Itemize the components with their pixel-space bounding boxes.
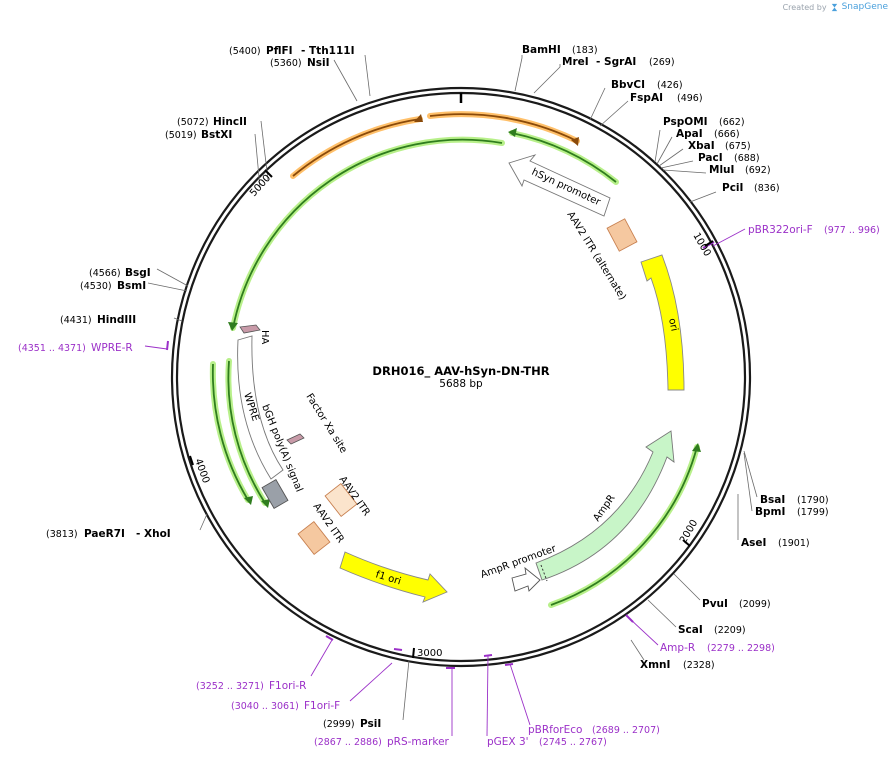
site-pcii: PciI [722,182,743,194]
site-apai-pos: (666) [714,129,740,140]
site-asei: AseI [741,537,766,549]
site-xbai-pos: (675) [725,141,751,152]
primer-pgex-3: pGEX 3' [487,736,529,748]
site-pflfi-pos: (5400) [229,46,261,57]
site-pcii-pos: (836) [754,183,780,194]
tick-3000: 3000 [417,648,442,659]
primer-pbrforeco: pBRforEco [528,724,582,736]
primer-prs-marker: pRS-marker [387,736,450,748]
site-mrei: MreI [562,56,589,68]
primer-wpre-r: WPRE-R [91,342,133,354]
feature-aav2-itr-alt: AAV2 ITR (alternate) [564,210,638,302]
feature-ori: ori [640,254,685,391]
label-ha: HA [259,330,270,345]
site-pvui: PvuI [702,598,728,610]
site-nsii-pos: (5360) [270,58,302,69]
feature-ha: HA [239,324,270,345]
site-bsgi: BsgI [125,267,151,279]
site-tth111i: - Tth111I [301,45,355,57]
primer-f1ori-f: F1ori-F [304,700,340,712]
site-paci-pos: (688) [734,153,760,164]
credit-prefix: Created by [782,2,827,12]
site-xmni-pos: (2328) [683,660,715,671]
feature-ampr: AmpR [535,430,675,582]
label-factor-xa: Factor Xa site [303,392,348,456]
site-fspai-pos: (496) [677,93,703,104]
site-bstxi: BstXI [201,129,232,141]
primer-pbr322ori-f: pBR322ori-F [748,224,813,236]
orf-arrows-left [209,358,270,508]
plasmid-size: 5688 bp [439,378,483,390]
site-scai: ScaI [678,624,703,636]
label-ori: ori [666,317,679,332]
site-bbvci: BbvCI [611,79,645,91]
site-apai: ApaI [676,128,703,140]
site-hincii: HincII [213,116,247,128]
site-bbvci-pos: (426) [657,80,683,91]
snapgene-logo-icon [831,3,837,11]
feature-aav2-itr-1: AAV2 ITR [324,474,372,518]
credit-brand: SnapGene [841,2,888,12]
site-sgrai: - SgrAI [596,56,636,68]
primer-amp-r-pos: (2279 .. 2298) [707,643,775,654]
site-psii: PsiI [360,718,381,730]
site-mlui-pos: (692) [745,165,771,176]
site-paer7i: PaeR7I [84,528,125,540]
primer-amp-r: Amp-R [660,642,695,654]
orf-arrows-top [228,111,619,331]
site-mrei-pos: (269) [649,57,675,68]
snapgene-credit: Created by SnapGene [783,2,888,12]
site-leaders [147,54,758,721]
site-pspomi: PspOMI [663,116,708,128]
primer-f1ori-f-pos: (3040 .. 3061) [231,701,299,712]
site-bsgi-pos: (4566) [89,268,121,279]
site-scai-pos: (2209) [714,625,746,636]
primer-f1ori-r: F1ori-R [269,680,306,692]
site-bstxi-pos: (5019) [165,130,197,141]
primer-wpre-r-pos: (4351 .. 4371) [18,343,86,354]
site-bsai: BsaI [760,494,785,506]
tick-4000: 4000 [192,457,211,485]
site-pflfi: PflFI [266,45,293,57]
feature-f1-ori: f1 ori [339,551,448,603]
primer-pbr322ori-f-pos: (977 .. 996) [824,225,880,236]
site-labels: BamHI (183) MreI - SgrAI (269) BbvCI (42… [46,44,829,730]
primer-pgex-3-pos: (2745 .. 2767) [539,737,607,748]
site-pvui-pos: (2099) [739,599,771,610]
site-xhoi: - XhoI [136,528,171,540]
site-bpmi: BpmI [755,506,785,518]
primer-f1ori-r-pos: (3252 .. 3271) [196,681,264,692]
primer-pbrforeco-pos: (2689 .. 2707) [592,725,660,736]
site-paer7i-pos: (3813) [46,529,78,540]
site-hindiii-pos: (4431) [60,315,92,326]
site-hincii-pos: (5072) [177,117,209,128]
tick-2000: 2000 [678,518,700,546]
site-bsmi: BsmI [117,280,146,292]
site-fspai: FspAI [630,92,663,104]
site-bamhi-pos: (183) [572,45,598,56]
site-mlui: MluI [709,164,734,176]
site-bpmi-pos: (1799) [797,507,829,518]
site-asei-pos: (1901) [778,538,810,549]
site-pspomi-pos: (662) [719,117,745,128]
site-bamhi: BamHI [522,44,561,56]
feature-factor-xa: Factor Xa site [286,392,349,456]
primer-prs-marker-pos: (2867 .. 2886) [314,737,382,748]
site-bsai-pos: (1790) [797,495,829,506]
orf-arrow-right [548,443,701,608]
site-xbai: XbaI [688,140,715,152]
site-nsii: NsiI [307,57,330,69]
site-bsmi-pos: (4530) [80,281,112,292]
site-xmni: XmnI [640,659,670,671]
site-hindiii: HindIII [97,314,136,326]
plasmid-name: DRH016_ AAV-hSyn-DN-THR [372,364,549,379]
feature-wpre: WPRE [237,335,284,480]
site-psii-pos: (2999) [323,719,355,730]
site-paci: PacI [698,152,723,164]
primers: pBR322ori-F (977 .. 996) Amp-R (2279 .. … [18,224,880,748]
